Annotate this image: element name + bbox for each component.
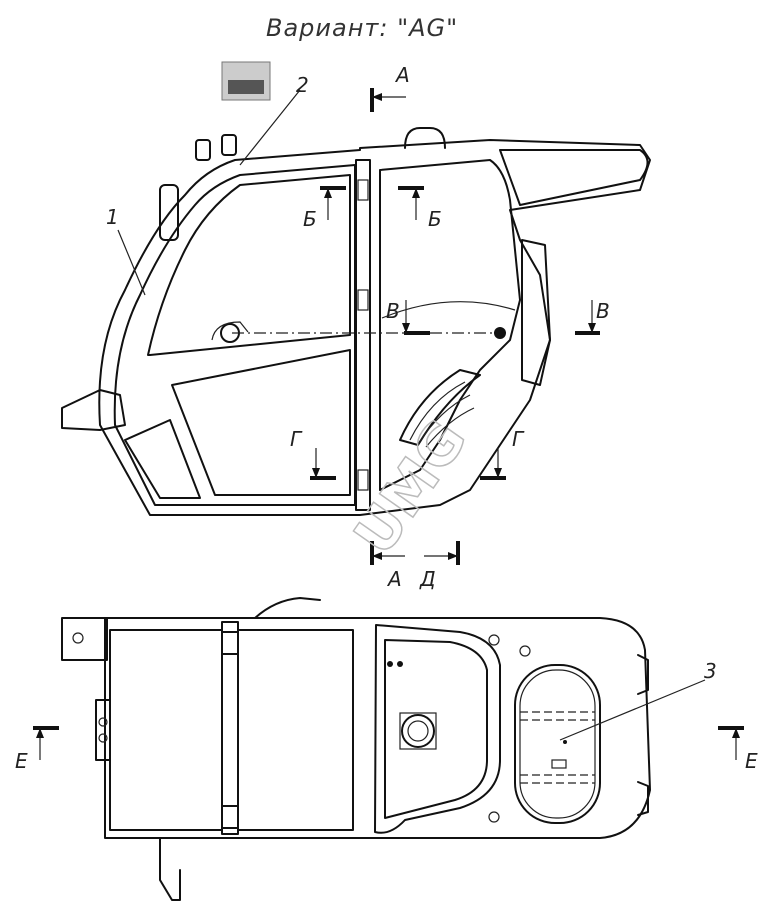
section-mark-a-d-bottom <box>370 541 460 565</box>
section-label-e-left: Е <box>15 749 28 773</box>
section-label-a-top: A <box>394 63 410 87</box>
roof-hatch <box>514 664 601 824</box>
section-mark-e-left <box>33 726 59 760</box>
section-mark-v-left <box>402 300 430 335</box>
callout-2: 2 <box>296 73 309 97</box>
section-label-g-left: Г <box>290 427 303 451</box>
section-label-d-bottom: Д <box>419 567 436 591</box>
section-mark-v-right <box>575 300 600 335</box>
section-label-b-right: Б <box>428 207 442 231</box>
cab-top-view <box>61 597 706 901</box>
section-label-b-left: Б <box>303 207 317 231</box>
section-label-g-right: Г <box>512 427 525 451</box>
section-mark-a-top <box>370 88 406 112</box>
section-label-v-right: В <box>596 299 610 323</box>
section-label-e-right: Е <box>745 749 758 773</box>
section-mark-g-right <box>480 448 506 480</box>
cab-side-view <box>61 61 651 516</box>
callout-1: 1 <box>106 205 119 229</box>
grille-ribs <box>399 369 481 448</box>
section-mark-b-right <box>398 186 424 220</box>
section-label-v-left: В <box>386 299 400 323</box>
drawing-title: Вариант: "AG" <box>266 14 458 42</box>
section-label-a-bottom: А <box>386 567 402 591</box>
callout-3: 3 <box>704 659 717 683</box>
section-mark-b-left <box>320 186 346 220</box>
section-mark-g-left <box>310 448 336 480</box>
section-mark-e-right <box>718 726 744 760</box>
